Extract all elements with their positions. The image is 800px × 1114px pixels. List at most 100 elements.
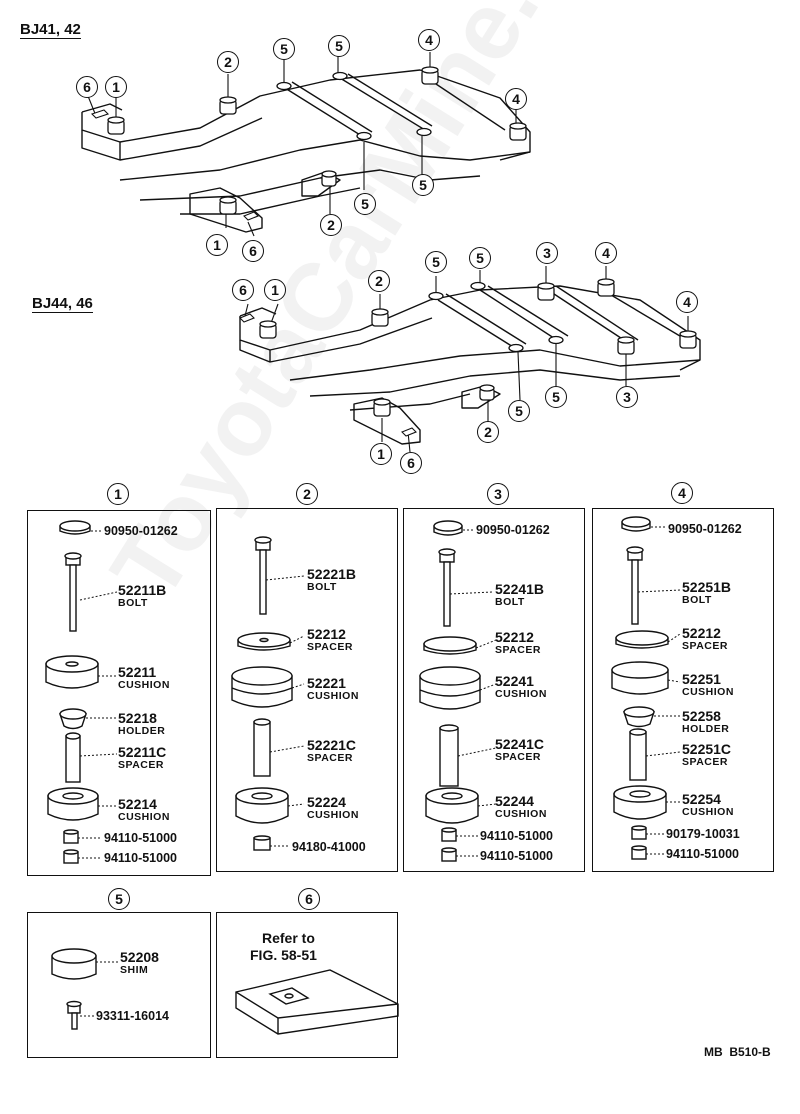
panel4-number: 4: [671, 482, 693, 504]
p6-refer-line1: Refer to: [262, 930, 315, 946]
p3-bolt-pn: 52241B: [495, 581, 545, 597]
panel-6: [216, 912, 398, 1058]
p4-bolt-name: BOLT: [682, 594, 712, 606]
p1-cushion-upper-name: CUSHION: [118, 679, 170, 691]
p2-spacer-disc-name: SPACER: [307, 641, 353, 653]
p5-shim-pn: 52208: [120, 949, 159, 965]
p4-cushion-upper-pn: 52251: [682, 671, 721, 687]
callout-2: 2: [320, 214, 342, 236]
p4-cushion-lower-name: CUSHION: [682, 806, 734, 818]
p3-bolt-name: BOLT: [495, 596, 525, 608]
p3-spacer-disc-pn: 52212: [495, 629, 534, 645]
panel-2: [216, 508, 398, 872]
p3-cushion-upper-name: CUSHION: [495, 688, 547, 700]
callout-5: 5: [328, 35, 350, 57]
p2-bolt-pn: 52221B: [307, 566, 357, 582]
p1-cap-pn: 90950-01262: [104, 524, 178, 538]
p2-spacer-pn: 52221C: [307, 737, 357, 753]
panel1-number: 1: [107, 483, 129, 505]
panel3-number: 3: [487, 483, 509, 505]
model-label-bj44-46: BJ44, 46: [32, 295, 93, 313]
callout-4: 4: [595, 242, 617, 264]
callout-5: 5: [545, 386, 567, 408]
p2-cushion-lower-name: CUSHION: [307, 809, 359, 821]
p1-bolt-name: BOLT: [118, 597, 148, 609]
p2-cushion-upper-pn: 52221: [307, 675, 346, 691]
p1-nut2-pn: 94110-51000: [104, 851, 177, 865]
frame-bj44-46: [239, 285, 701, 445]
panel3-drawings: [419, 520, 481, 862]
p3-cushion-lower-pn: 52244: [495, 793, 534, 809]
panel6-number: 6: [298, 888, 320, 910]
p5-shim-name: SHIM: [120, 964, 149, 976]
p3-cushion-upper-pn: 52241: [495, 673, 534, 689]
callout-6: 6: [76, 76, 98, 98]
callout-4: 4: [676, 291, 698, 313]
figure-code: MB B510-B: [704, 1045, 771, 1059]
callout-4: 4: [505, 88, 527, 110]
panel5-number: 5: [108, 888, 130, 910]
panel2-number: 2: [296, 483, 318, 505]
panel6-drawings: [235, 969, 399, 1035]
p2-spacer-name: SPACER: [307, 752, 353, 764]
callout-5: 5: [273, 38, 295, 60]
callout-5: 5: [425, 251, 447, 273]
p1-nut1-pn: 94110-51000: [104, 831, 177, 845]
p4-nut1-pn: 90179-10031: [666, 827, 740, 841]
p4-spacer-disc-pn: 52212: [682, 625, 721, 641]
panel-3: [403, 508, 585, 872]
p1-cushion-lower-name: CUSHION: [118, 811, 170, 823]
p6-refer-line2: FIG. 58-51: [250, 947, 317, 963]
p4-bolt-pn: 52251B: [682, 579, 732, 595]
callout-5: 5: [508, 400, 530, 422]
p3-nut1-pn: 94110-51000: [480, 829, 553, 843]
callout-2: 2: [217, 51, 239, 73]
callout-6: 6: [232, 279, 254, 301]
callout-3: 3: [616, 386, 638, 408]
callout-1: 1: [370, 443, 392, 465]
p4-holder-pn: 52258: [682, 708, 721, 724]
p2-cushion-lower-pn: 52224: [307, 794, 346, 810]
p1-holder-name: HOLDER: [118, 725, 166, 737]
p1-cushion-lower-pn: 52214: [118, 796, 157, 812]
frame-bj41-42: [81, 69, 531, 233]
p4-nut2-pn: 94110-51000: [666, 847, 739, 861]
panel-1: [27, 510, 211, 876]
p4-cap-pn: 90950-01262: [668, 522, 742, 536]
p4-spacer-pn: 52251C: [682, 741, 732, 757]
p3-nut2-pn: 94110-51000: [480, 849, 553, 863]
p3-spacer-disc-name: SPACER: [495, 644, 541, 656]
panel-4: [592, 508, 774, 872]
p2-nut1-pn: 94180-41000: [292, 840, 366, 854]
callout-1: 1: [206, 234, 228, 256]
callout-6: 6: [242, 240, 264, 262]
panel2-drawings: [231, 536, 293, 851]
p4-holder-name: HOLDER: [682, 723, 730, 735]
callout-5: 5: [412, 174, 434, 196]
p4-cushion-lower-pn: 52254: [682, 791, 721, 807]
callout-2: 2: [368, 270, 390, 292]
callout-5: 5: [469, 247, 491, 269]
p2-bolt-name: BOLT: [307, 581, 337, 593]
p3-cap-pn: 90950-01262: [476, 523, 550, 537]
panel-5: [27, 912, 211, 1058]
callout-5: 5: [354, 193, 376, 215]
p2-spacer-disc-pn: 52212: [307, 626, 346, 642]
callout-4: 4: [418, 29, 440, 51]
callout-1: 1: [105, 76, 127, 98]
p4-cushion-upper-name: CUSHION: [682, 686, 734, 698]
callout-2: 2: [477, 421, 499, 443]
